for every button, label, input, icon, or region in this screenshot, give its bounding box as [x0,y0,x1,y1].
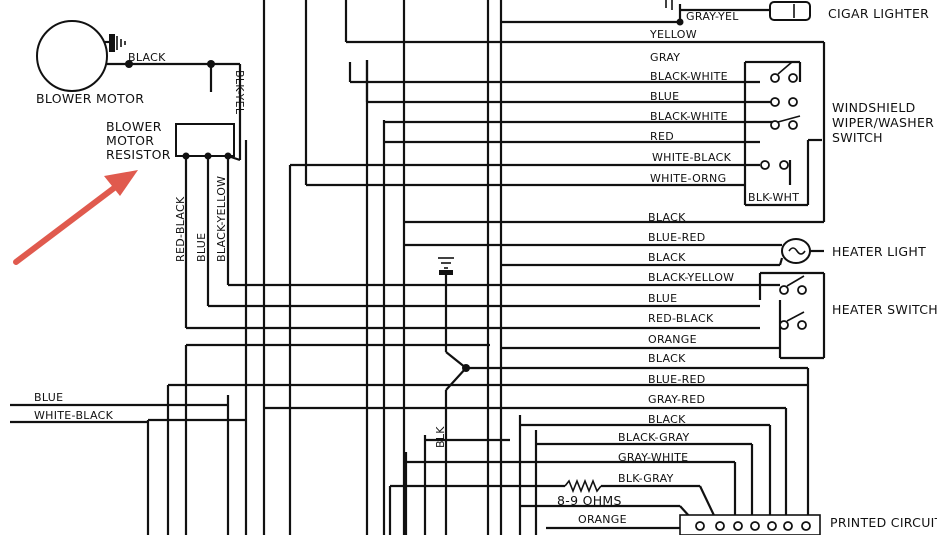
resistor-label-1: BLOWER [106,119,162,134]
wire-label-black-4: BLACK [648,413,686,426]
resistor-value-label: 8-9 OHMS [557,493,622,508]
wire-label-left-white-black: WHITE-BLACK [34,409,114,422]
wire-label-gray-white: GRAY-WHITE [618,451,688,464]
wire-label-black-yellow-v: BLACK-YELLOW [215,176,228,262]
wiper-switch-label-1: WINDSHIELD [832,100,916,115]
wire-label-left-blue: BLUE [34,391,63,404]
wire-label-gray-yel: GRAY-YEL [686,10,739,23]
wire-label-gray: GRAY [650,51,680,64]
resistor-label-2: MOTOR [106,133,154,148]
wire-label-blue-1: BLUE [650,90,679,103]
vertical-trunk-wires [146,0,538,535]
red-pointer-arrow [13,170,138,265]
blower-motor-label: BLOWER MOTOR [36,91,144,106]
wire-label-blk: BLK [434,426,447,448]
wire-label-gray-red: GRAY-RED [648,393,705,406]
wire-label-blue-v: BLUE [195,233,208,262]
wire-label-red-black-v: RED-BLACK [174,196,187,262]
wire-label-red-black-h: RED-BLACK [648,312,714,325]
wire-label-black-white-2: BLACK-WHITE [650,110,728,123]
wire-label-black-3: BLACK [648,352,686,365]
printed-circuit-label: PRINTED CIRCUIT [830,515,937,530]
connector-wires: BLACK BLUE-RED GRAY-RED BLACK BLACK-GRAY… [10,343,937,535]
wire-label-red: RED [650,130,674,143]
wire-label-blue-red-1: BLUE-RED [648,231,706,244]
wire-label-black-white-1: BLACK-WHITE [650,70,728,83]
cigar-lighter: GRAY-YEL CIGAR LIGHTER [501,0,929,26]
wire-label-white-black-1: WHITE-BLACK [652,151,732,164]
resistor-label-3: RESISTOR [106,147,171,162]
wire-label-orange-1: ORANGE [648,333,697,346]
wire-label-blk-wht: BLK-WHT [748,191,799,204]
wire-label-blk-yel: BLK-YEL [233,70,246,115]
wire-label-white-orng: WHITE-ORNG [650,172,726,185]
wire-label-black-2: BLACK [648,251,686,264]
wiper-switch-label-2: WIPER/WASHER [832,115,934,130]
wire-label-black-yellow-h: BLACK-YELLOW [648,271,734,284]
heater-switch-label: HEATER SWITCH [832,302,937,317]
wire-label-blue-2: BLUE [648,292,677,305]
wiper-switch-label-3: SWITCH [832,130,883,145]
wiper-switch-wires: YELLOW GRAY BLACK-WHITE BLUE BLACK-WHITE… [290,28,934,224]
heater-wires: BLACK BLUE-RED BLACK BLACK-YELLOW BLUE R… [404,211,937,360]
wire-label-black: BLACK [128,51,166,64]
wire-label-blue-red-2: BLUE-RED [648,373,706,386]
wire-label-black-gray: BLACK-GRAY [618,431,689,444]
wire-label-black-1: BLACK [648,211,686,224]
blower-motor-resistor: BLOWER MOTOR RESISTOR RED-BLACK BLUE BLA… [106,119,780,330]
wire-label-blk-gray: BLK-GRAY [618,472,674,485]
wire-label-orange-2: ORANGE [578,513,627,526]
heater-light-label: HEATER LIGHT [832,244,926,259]
wire-label-yellow: YELLOW [649,28,697,41]
cigar-lighter-label: CIGAR LIGHTER [828,6,929,21]
blower-motor: BLOWER MOTOR BLACK BLK-YEL [36,20,246,160]
